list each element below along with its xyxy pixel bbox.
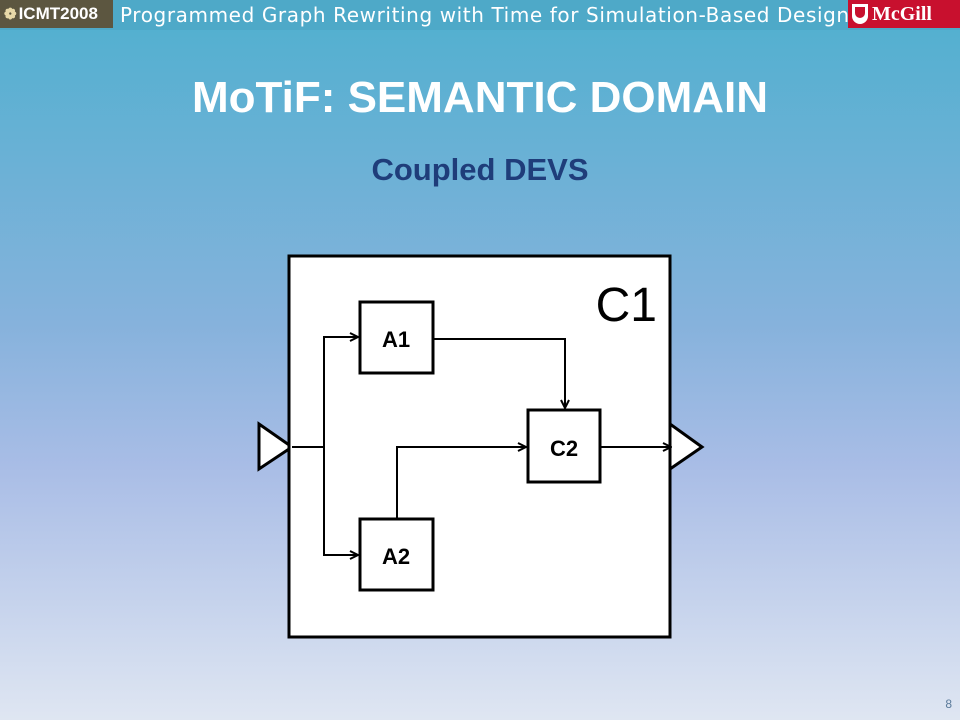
coupling-a2-to-c2 xyxy=(396,447,526,518)
mcgill-shield-icon xyxy=(852,4,868,24)
input-port-icon xyxy=(257,421,295,472)
header-bar: ❁ICMT2008 Programmed Graph Rewriting wit… xyxy=(0,0,960,30)
slide-subtitle: Coupled DEVS xyxy=(371,152,589,187)
coupling-input-to-a1 xyxy=(323,337,358,447)
slide-number: 8 xyxy=(945,697,952,711)
coupling-a1-to-c2 xyxy=(433,338,565,408)
a2-label: A2 xyxy=(382,544,410,569)
icmt-logo-text: ICMT2008 xyxy=(18,4,98,23)
presentation-title: Programmed Graph Rewriting with Time for… xyxy=(120,3,850,27)
c1-label: C1 xyxy=(596,279,657,332)
mcgill-logo: McGill xyxy=(848,0,960,28)
couplings xyxy=(292,337,671,555)
icmt-swirl-icon: ❁ xyxy=(4,6,17,23)
output-port-icon xyxy=(668,421,705,472)
mcgill-logo-text: McGill xyxy=(872,3,932,25)
c2-label: C2 xyxy=(550,436,578,461)
a1-label: A1 xyxy=(382,327,410,352)
a1-box xyxy=(358,300,435,375)
a2-box xyxy=(358,517,435,592)
slide-title: MoTiF: SEMANTIC DOMAIN xyxy=(191,73,769,122)
icmt-logo: ❁ICMT2008 xyxy=(0,0,113,28)
coupling-input-to-a2 xyxy=(323,447,358,555)
c2-box xyxy=(526,408,602,484)
